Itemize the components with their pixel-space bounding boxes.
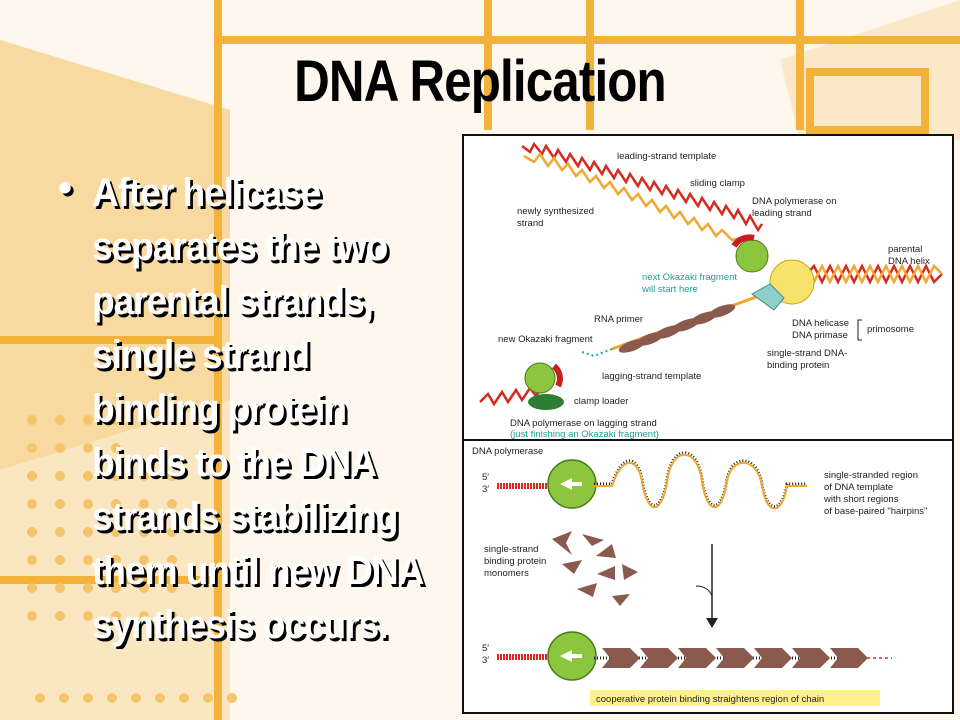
label-ss-region-4: of base-paired "hairpins" — [824, 506, 927, 517]
label-monomers-2: binding protein — [484, 556, 546, 567]
leading-strand-template — [521, 141, 764, 233]
leading-polymerase-icon — [735, 239, 769, 273]
label-dna-polymerase: DNA polymerase — [472, 446, 543, 457]
ssb-proteins — [618, 304, 736, 353]
label-polymerase-lagging-note: (just finishing an Okazaki fragment) — [510, 429, 659, 440]
bg-orange-shape — [0, 40, 230, 470]
label-leading-strand-template: leading-strand template — [617, 151, 716, 162]
slide-title: DNA Replication — [294, 49, 666, 114]
helicase-icon — [769, 259, 815, 305]
label-ssb-2: binding protein — [767, 360, 829, 371]
label-ss-region-3: with short regions — [823, 494, 899, 505]
label-sliding-clamp: sliding clamp — [690, 178, 745, 189]
label-ssb-1: single-strand DNA- — [767, 348, 847, 359]
figure-bottom-panel — [462, 439, 954, 714]
label-3-prime-1: 3′ — [482, 484, 489, 495]
label-dna-primase: DNA primase — [792, 330, 848, 341]
parental-helix-orange — [806, 263, 943, 285]
bound-ssb-proteins — [602, 648, 868, 668]
label-parental-helix-1: parental — [888, 244, 922, 255]
okazaki-dotted — [581, 348, 613, 358]
label-lagging-template: lagging-strand template — [602, 371, 701, 382]
label-monomers-1: single-strand — [484, 544, 538, 555]
bullet-point: • After helicase separates the two paren… — [58, 166, 458, 652]
label-monomers-3: monomers — [484, 568, 529, 579]
lagging-clamp-icon — [551, 363, 563, 388]
ssb-monomers — [552, 531, 638, 606]
label-newly-synthesized-2: strand — [517, 218, 543, 229]
label-newly-synthesized-1: newly synthesized — [517, 206, 594, 217]
bullet-marker: • — [58, 166, 73, 210]
label-parental-helix-2: DNA helix — [888, 256, 930, 267]
bullet-text: After helicase separates the two parenta… — [92, 171, 424, 647]
label-cooperative: cooperative protein binding straightens … — [596, 694, 824, 705]
dna-replication-figure: leading-strand template sliding clamp ne… — [462, 134, 954, 714]
label-5-prime-1: 5′ — [482, 472, 489, 483]
newly-synthesized-strand — [523, 151, 743, 242]
label-clamp-loader: clamp loader — [574, 396, 628, 407]
label-next-okazaki-2: will start here — [641, 284, 698, 295]
label-polymerase-leading-2: leading strand — [752, 208, 812, 219]
label-3-prime-2: 3′ — [482, 655, 489, 666]
bg-dots — [27, 415, 237, 703]
primase-icon — [751, 283, 785, 311]
label-primosome: primosome — [867, 324, 914, 335]
label-rna-primer: RNA primer — [594, 314, 643, 325]
lagging-polymerase-icon — [524, 362, 556, 394]
label-dna-helicase: DNA helicase — [792, 318, 849, 329]
sliding-clamp-icon — [731, 234, 755, 248]
label-ss-region-1: single-stranded region — [824, 470, 918, 481]
cooperative-label-box — [590, 690, 880, 706]
clamp-loader-icon — [528, 394, 564, 410]
label-5-prime-2: 5′ — [482, 643, 489, 654]
label-next-okazaki-1: next Okazaki fragment — [642, 272, 737, 283]
label-polymerase-leading-1: DNA polymerase on — [752, 196, 836, 207]
label-new-okazaki: new Okazaki fragment — [498, 334, 593, 345]
label-ss-region-2: of DNA template — [824, 482, 893, 493]
label-polymerase-lagging: DNA polymerase on lagging strand — [510, 418, 657, 429]
